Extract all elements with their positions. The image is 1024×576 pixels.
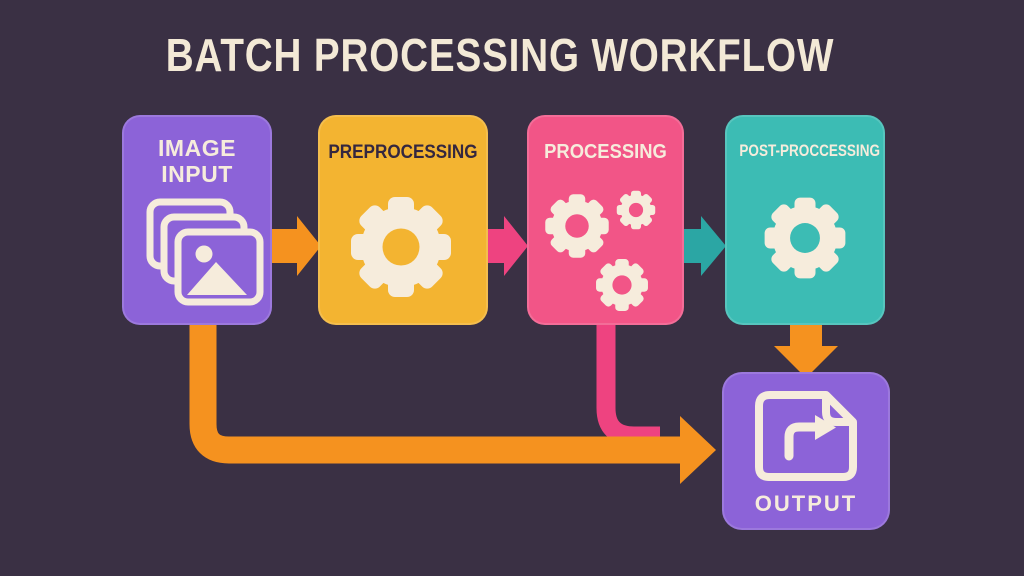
node-post-processing: POST-PROCCESSING bbox=[725, 115, 885, 325]
node-label: PREPROCESSING bbox=[328, 142, 478, 163]
node-label-line2: INPUT bbox=[161, 161, 233, 187]
export-document-icon bbox=[755, 391, 857, 481]
node-image-input: IMAGE INPUT bbox=[122, 115, 272, 325]
connector-image-input-to-output bbox=[189, 322, 682, 464]
node-label: POST-PROCCESSING bbox=[739, 142, 880, 160]
node-preprocessing: PREPROCESSING bbox=[318, 115, 488, 325]
gear-icon bbox=[764, 197, 846, 279]
arrow-processing-to-post-processing bbox=[681, 216, 726, 276]
node-output: OUTPUT bbox=[722, 372, 890, 530]
arrow-preprocessing-to-processing bbox=[486, 216, 528, 276]
arrowhead-into-output bbox=[680, 416, 716, 484]
gear-icon bbox=[351, 197, 451, 297]
connector-processing-to-output bbox=[596, 322, 660, 446]
node-label-line1: IMAGE bbox=[158, 135, 236, 161]
page-title: BATCH PROCESSING WORKFLOW bbox=[165, 29, 835, 81]
node-label: PROCESSING bbox=[544, 141, 667, 163]
image-stack-icon bbox=[146, 198, 264, 306]
node-label: IMAGE INPUT bbox=[122, 135, 272, 187]
arrow-post-processing-to-output bbox=[774, 323, 838, 378]
gears-icon bbox=[545, 190, 656, 311]
node-label: OUTPUT bbox=[754, 491, 858, 516]
node-processing: PROCESSING bbox=[527, 115, 684, 325]
arrow-image-input-to-preprocessing bbox=[270, 216, 321, 276]
